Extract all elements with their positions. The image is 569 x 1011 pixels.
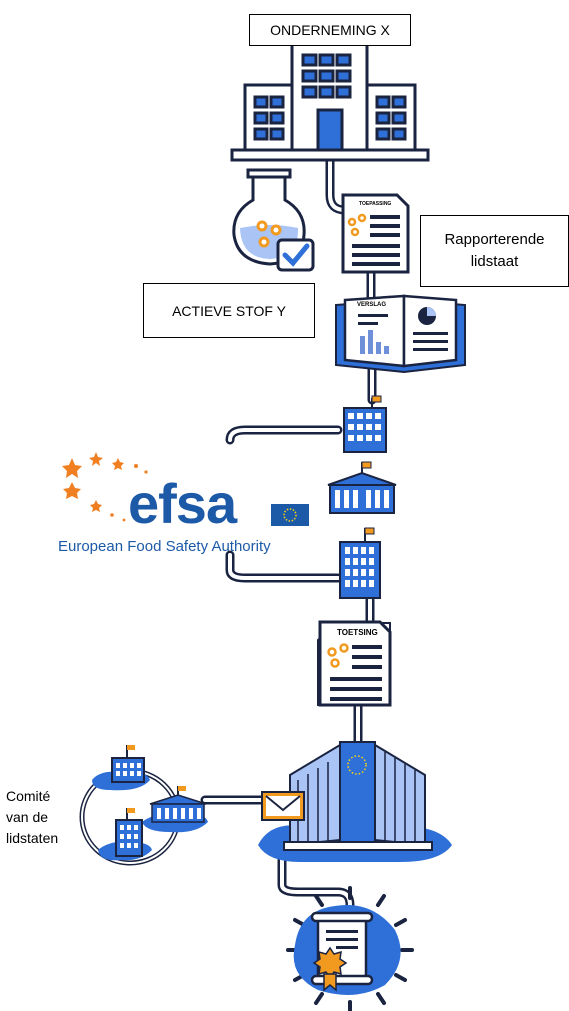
rapporteur-label-line1: Rapporterende: [444, 231, 545, 248]
government-building-icon: [327, 461, 397, 514]
efsa-logo: efsa: [128, 472, 237, 535]
checkbox-icon: [276, 238, 315, 272]
connector-lines-inner: [203, 158, 374, 907]
eu-flag-icon: [271, 504, 309, 526]
active-substance-label: ACTIEVE STOF Y: [143, 283, 315, 338]
document-icon: TOEPASSING: [341, 193, 410, 274]
committee-label-line1: Comité: [6, 788, 51, 804]
member-states-committee-label: Comité van de lidstaten: [6, 786, 58, 849]
review-document-title: TOETSING: [337, 628, 378, 637]
member-state-building: [111, 745, 145, 783]
committee-icon: [79, 745, 208, 866]
committee-label-line3: lidstaten: [6, 830, 59, 846]
efsa-stars: [62, 452, 148, 522]
office-tower-icon: [343, 395, 387, 453]
envelope-icon: [261, 791, 305, 821]
building-icon: [230, 42, 430, 162]
efsa-full-name: European Food Safety Authority: [58, 538, 271, 555]
rapporteur-member-state-label: Rapporterende lidstaat: [420, 215, 569, 287]
report-document-title: VERSLAG: [357, 302, 386, 308]
application-document-title: TOEPASSING: [359, 201, 391, 207]
company-label: ONDERNEMING X: [249, 14, 411, 46]
commission-building-icon: [258, 741, 452, 862]
document-icon: TOETSING: [317, 620, 392, 707]
committee-label-line2: van de: [6, 809, 49, 825]
rapporteur-label-line2: lidstaat: [470, 253, 519, 270]
member-state-building: [115, 808, 143, 857]
member-state-building: [149, 786, 207, 823]
book-icon: VERSLAG: [335, 294, 466, 374]
office-tower-icon: [339, 527, 381, 599]
certificate-icon: [286, 886, 414, 1011]
